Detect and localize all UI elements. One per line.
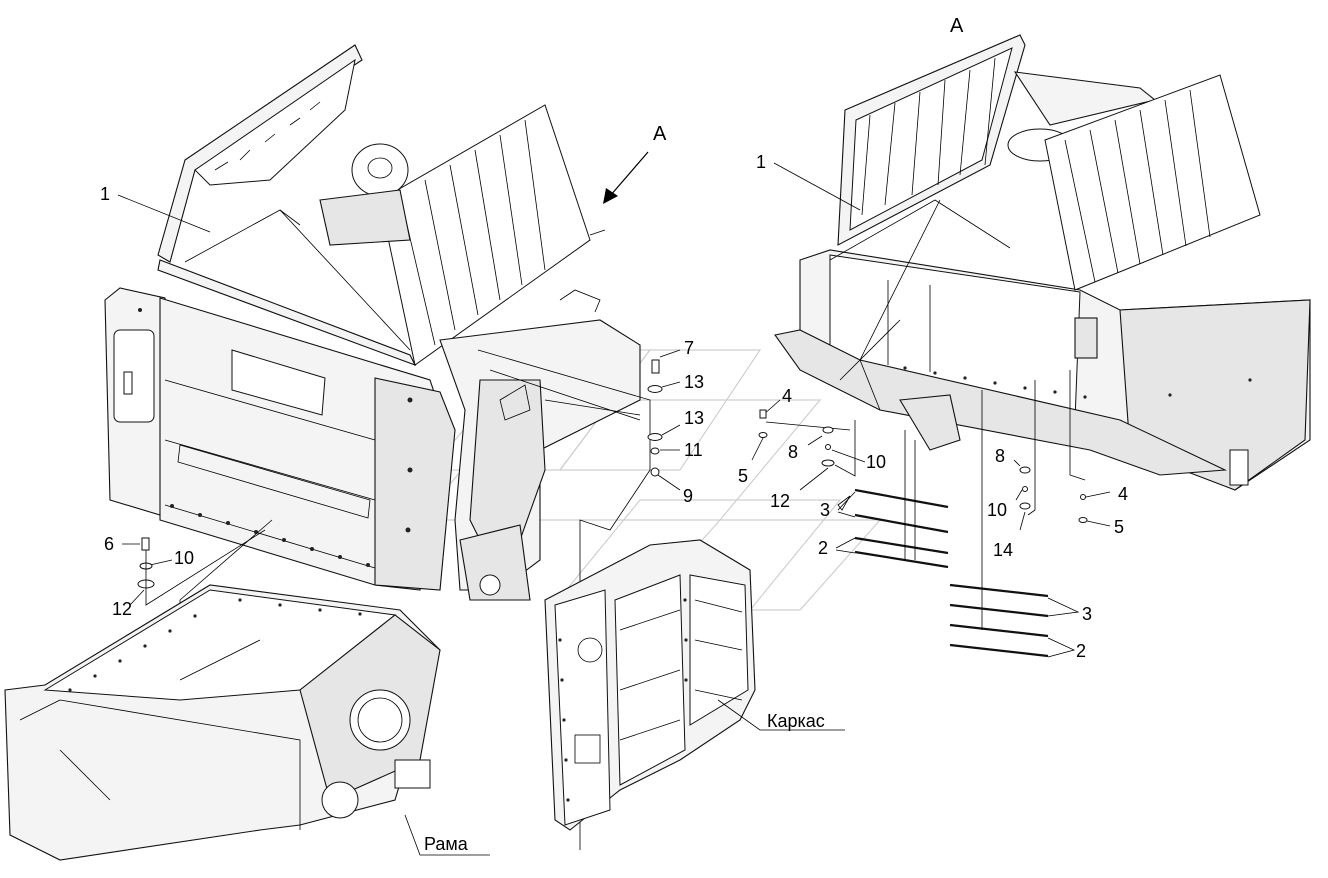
left-cab-assembly (104, 44, 641, 601)
carcass-assembly: Каркас (544, 539, 845, 831)
callout-13b: 13 (684, 408, 704, 428)
bolt-8-mid (822, 426, 834, 434)
lock-washer-11 (650, 447, 660, 455)
right-cab-assembly (774, 34, 1311, 630)
washer-14 (1019, 502, 1031, 510)
arrow-label-a: A (653, 123, 667, 145)
callout-1-left: 1 (100, 184, 110, 204)
callout-10-mid: 10 (866, 452, 886, 472)
callout-11: 11 (684, 440, 703, 460)
bolt-7 (651, 359, 660, 374)
view-direction-arrow: A (603, 123, 667, 204)
right-side-cover (1044, 74, 1261, 291)
callout-1-right: 1 (756, 152, 766, 172)
frame-assembly: Рама (4, 584, 490, 861)
callout-4-mid: 4 (782, 386, 792, 406)
callout-12-left: 12 (112, 599, 132, 619)
bolt-6 (141, 537, 150, 551)
washer-13b (647, 433, 663, 441)
door-handle (123, 371, 133, 395)
right-step (1229, 449, 1249, 486)
washer-12-mid (821, 459, 835, 467)
callout-13a: 13 (684, 372, 704, 392)
callout-3-mid: 3 (820, 500, 830, 520)
callout-9: 9 (683, 486, 693, 506)
callout-7: 7 (684, 338, 694, 358)
callout-2-mid: 2 (818, 538, 828, 558)
rear-window (231, 349, 326, 416)
roof-cover-panel (379, 104, 591, 366)
callout-8-right: 8 (995, 446, 1005, 466)
strip-2b-right (949, 643, 1049, 658)
nut-5-mid (758, 432, 768, 438)
right-callouts: 1 8 10 14 4 5 3 2 (756, 152, 1128, 661)
callout-10-left: 10 (174, 548, 194, 568)
strip-2a-right (949, 623, 1049, 638)
view-a-marker: A (950, 15, 964, 37)
strip-3b-right (949, 603, 1049, 618)
callout-4-right: 4 (1118, 484, 1128, 504)
callout-12-mid: 12 (770, 491, 790, 511)
steering-column-base (459, 524, 531, 601)
frame-label: Рама (424, 834, 469, 854)
carcass-label: Каркас (767, 711, 825, 731)
strip-2b-mid (854, 550, 949, 569)
callout-10-right: 10 (987, 500, 1007, 520)
callout-5-right: 5 (1114, 517, 1124, 537)
screw-4-mid (759, 409, 767, 419)
strip-2a-mid (854, 536, 949, 555)
strip-3a-mid (854, 488, 949, 509)
washer-13a (647, 385, 663, 393)
callout-6: 6 (104, 534, 114, 554)
strip-3a-right (949, 583, 1049, 598)
middle-hardware-callouts: 7 13 13 11 9 4 5 8 10 12 (477, 338, 949, 850)
frame-round-opening (349, 689, 411, 751)
seat-back (351, 143, 409, 197)
nut-9 (650, 467, 660, 477)
strip-3b-mid (854, 513, 949, 534)
callout-8-mid: 8 (788, 442, 798, 462)
callout-2-right: 2 (1076, 641, 1086, 661)
callout-3-right: 3 (1082, 604, 1092, 624)
left-door-panel (113, 329, 155, 423)
callout-5-mid: 5 (738, 466, 748, 486)
nut-5-right (1078, 517, 1088, 523)
screw-4-right (1080, 494, 1086, 500)
bolt-8-right (1019, 466, 1031, 474)
callout-14: 14 (993, 540, 1013, 560)
